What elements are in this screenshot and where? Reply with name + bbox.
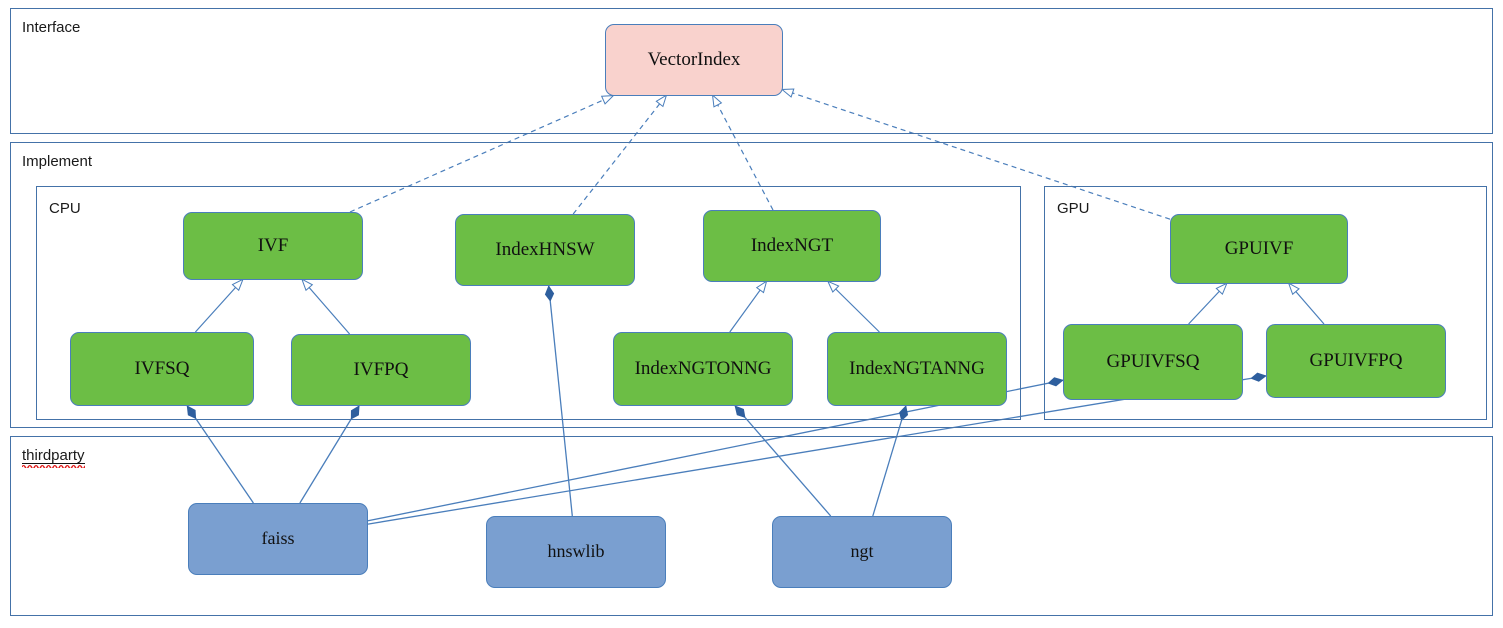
node-ivfpq[interactable]: IVFPQ xyxy=(291,334,471,406)
node-label-ivf: IVF xyxy=(257,234,289,256)
group-container-thirdparty xyxy=(10,436,1493,616)
subgroup-container-cpu xyxy=(36,186,1021,420)
group-label-interface: Interface xyxy=(22,19,81,36)
group-label-text-thirdparty: thirdparty xyxy=(22,448,85,468)
node-label-gpuivfsq: GPUIVFSQ xyxy=(1106,350,1200,372)
node-label-indexngt: IndexNGT xyxy=(750,234,834,256)
subgroup-container-gpu xyxy=(1044,186,1487,420)
node-indexngt[interactable]: IndexNGT xyxy=(703,210,881,282)
node-label-vectorindex: VectorIndex xyxy=(647,48,741,70)
node-label-gpuivfpq: GPUIVFPQ xyxy=(1309,349,1403,371)
node-label-indexngtonng: IndexNGTONNG xyxy=(634,357,772,379)
node-label-faiss: faiss xyxy=(261,528,295,549)
node-vectorindex[interactable]: VectorIndex xyxy=(605,24,783,96)
group-container-interface xyxy=(10,8,1493,134)
node-ivf[interactable]: IVF xyxy=(183,212,363,280)
node-gpuivf[interactable]: GPUIVF xyxy=(1170,214,1348,284)
node-gpuivfsq[interactable]: GPUIVFSQ xyxy=(1063,324,1243,400)
node-label-indexhnsw: IndexHNSW xyxy=(495,238,595,260)
node-label-hnswlib: hnswlib xyxy=(547,541,605,562)
node-label-ngt: ngt xyxy=(850,541,874,562)
node-label-ivfsq: IVFSQ xyxy=(134,357,190,379)
node-label-indexngtanng: IndexNGTANNG xyxy=(849,357,985,379)
group-label-implement: Implement xyxy=(22,153,93,170)
node-indexngtanng[interactable]: IndexNGTANNG xyxy=(827,332,1007,406)
node-faiss[interactable]: faiss xyxy=(188,503,368,575)
subgroup-label-gpu: GPU xyxy=(1057,200,1090,217)
node-ngt[interactable]: ngt xyxy=(772,516,952,588)
subgroup-label-cpu: CPU xyxy=(49,200,81,217)
node-label-ivfpq: IVFPQ xyxy=(353,358,409,380)
node-indexhnsw[interactable]: IndexHNSW xyxy=(455,214,635,286)
group-container-implement xyxy=(10,142,1493,428)
node-gpuivfpq[interactable]: GPUIVFPQ xyxy=(1266,324,1446,398)
node-ivfsq[interactable]: IVFSQ xyxy=(70,332,254,406)
spellcheck-underline-icon xyxy=(22,465,85,468)
node-label-gpuivf: GPUIVF xyxy=(1224,237,1294,259)
node-hnswlib[interactable]: hnswlib xyxy=(486,516,666,588)
group-label-thirdparty: thirdparty xyxy=(22,448,85,468)
node-indexngtonng[interactable]: IndexNGTONNG xyxy=(613,332,793,406)
